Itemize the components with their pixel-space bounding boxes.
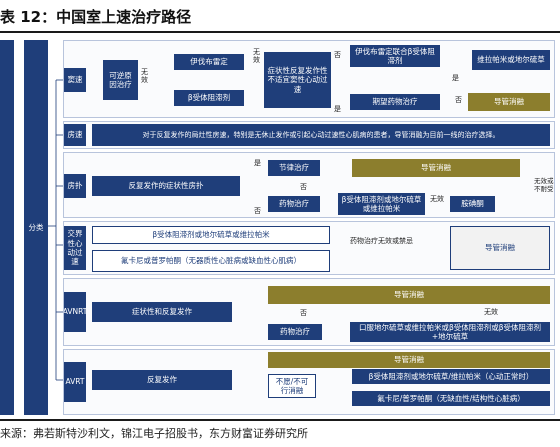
beta-blocker-box: β受体阻滞剂 xyxy=(174,90,244,106)
left-strip xyxy=(0,40,14,415)
rhythm-therapy-box: 节律治疗 xyxy=(268,160,320,176)
no-effect-label: 无效 xyxy=(141,68,148,85)
inappropriate-sinus-box: 症状性反复发作性不适宜窦性心动过速 xyxy=(264,52,331,108)
verapamil-box: 维拉帕米或地尔硫草 xyxy=(472,50,550,70)
recurrent-avrt-box: 反复发作 xyxy=(92,370,232,390)
drug-fail-label: 药物治疗无效或禁忌 xyxy=(350,237,413,245)
symptomatic-recurrent-box: 症状性和反复发作 xyxy=(92,302,232,322)
ivabradine-box: 伊伐布雷定 xyxy=(174,54,244,70)
root-category-label: 分类 xyxy=(28,222,44,232)
ablation-box-r3: 导管消融 xyxy=(352,159,520,177)
flecainide-box-r6: 氟卡尼/普罗帕酮（无缺血性/结构性心脏病） xyxy=(352,391,550,406)
row-label-flutter: 房扑 xyxy=(64,174,86,198)
no-label: 否 xyxy=(254,207,261,215)
bottom-rule xyxy=(0,419,560,421)
no-label: 否 xyxy=(334,51,341,59)
amiodarone-box: 胺碘酮 xyxy=(450,196,495,212)
atrial-tach-note: 对于反复发作的局灶性房速，特别是无休止发作或引起心动过速性心肌病的患者，导管消融… xyxy=(92,124,550,146)
no-effect-label: 无效 xyxy=(484,308,498,316)
recurrent-flutter-box: 反复发作的症状性房扑 xyxy=(92,176,240,196)
ablation-box-r4: 导管消融 xyxy=(450,226,550,270)
flecainide-box-r4: 氟卡尼或普罗帕酮（无器质性心脏病或缺血性心肌病） xyxy=(92,250,330,272)
yes-label: 是 xyxy=(254,159,261,167)
reversible-cause-box: 可逆原因治疗 xyxy=(103,60,138,100)
side-yes-label: 是 xyxy=(452,74,459,82)
intolerant-label: 无效或不耐受 xyxy=(534,177,554,193)
row-label-avnrt: AVNRT xyxy=(64,292,86,332)
ablation-box-r6: 导管消融 xyxy=(268,352,550,368)
row-label-junctional: 交界性心动过速 xyxy=(64,226,86,270)
yes-label: 是 xyxy=(334,105,341,113)
refuse-ablation-box: 不愿/不可行消融 xyxy=(268,374,316,398)
ablation-box-r5: 导管消融 xyxy=(268,286,550,304)
no2-label: 否 xyxy=(300,183,307,191)
drug-therapy-box: 药物治疗 xyxy=(268,196,320,212)
title-rule xyxy=(0,31,560,33)
expected-drug-box: 期望药物治疗 xyxy=(350,94,440,110)
beta-vera-box-r4: β受体阻滞剂或地尔硫草或维拉帕米 xyxy=(92,226,330,244)
no-label: 否 xyxy=(300,309,307,317)
beta-vera-box-r6: β受体阻滞剂或地尔硫草/维拉帕米（心动正常时） xyxy=(352,369,550,384)
row-label-sinus: 窦速 xyxy=(64,68,86,92)
beta-vera-box-r3: β受体阻滞剂或地尔硫草或维拉帕米 xyxy=(338,193,425,215)
oral-drug-box: 口服地尔硫草或维拉帕米或β受体阻滞剂或β受体阻滞剂+地尔硫草 xyxy=(350,322,550,342)
root-category-box: 分类 xyxy=(24,40,48,415)
drug-therapy-box-r5: 药物治疗 xyxy=(268,324,322,340)
mid-no-effect-label: 无效 xyxy=(253,48,260,65)
row-label-avrt: AVRT xyxy=(64,362,86,402)
source-note: 来源：弗若斯特沙利文，锦江电子招股书，东方财富证券研究所 xyxy=(0,427,308,440)
row-label-atrial-tach: 房速 xyxy=(64,124,86,146)
combo-box: 伊伐布雷定联合β受体阻滞剂 xyxy=(350,45,440,67)
page-title: 表 12：中国室上速治疗路径 xyxy=(0,8,192,26)
side-no-label: 否 xyxy=(455,96,462,104)
no-effect-label: 无效 xyxy=(430,195,444,203)
ablation-box-r1: 导管消融 xyxy=(468,93,550,111)
